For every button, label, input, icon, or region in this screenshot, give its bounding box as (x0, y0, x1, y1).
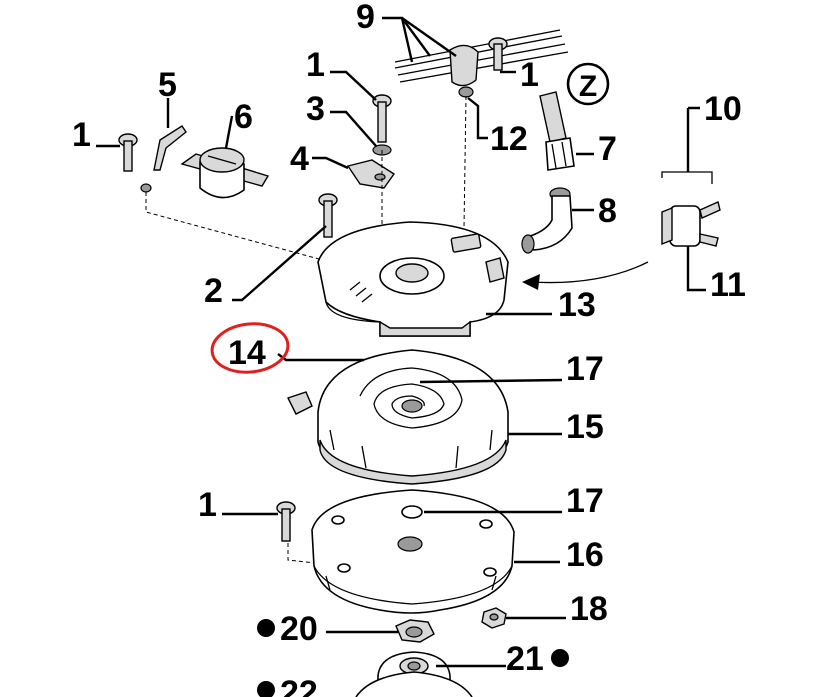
callout-2: 2 (204, 272, 223, 310)
callout-6: 6 (234, 98, 253, 136)
leader-lines (96, 16, 706, 668)
elbow-connector (521, 187, 573, 254)
bullet-21 (551, 649, 569, 667)
pin (153, 125, 187, 171)
screw-2 (318, 193, 338, 238)
nut-20 (395, 619, 435, 643)
bullet-22 (257, 681, 275, 697)
callout-8: 8 (598, 192, 617, 230)
callout-20: 20 (280, 610, 318, 648)
base-plate (311, 489, 515, 614)
part-22-edge (355, 671, 473, 697)
callout-4: 4 (290, 140, 309, 178)
callout-17-upper: 17 (566, 350, 604, 388)
callout-15: 15 (566, 408, 604, 446)
assembly-line-3 (463, 95, 467, 229)
callout-13: 13 (558, 286, 596, 324)
callout-3: 3 (306, 90, 325, 128)
detail-marker-circle (566, 62, 610, 106)
callout-1-left: 1 (72, 116, 91, 154)
detail-marker-label: Z (579, 70, 597, 103)
screw-top-right (488, 37, 508, 71)
detail-arrow-head (522, 274, 540, 290)
callout-21: 21 (506, 640, 544, 678)
callout-14: 14 (228, 334, 266, 372)
hose-fitting (539, 91, 575, 171)
callout-7: 7 (598, 130, 617, 168)
screw-lower (276, 501, 296, 542)
callout-5: 5 (158, 66, 177, 104)
callout-18: 18 (570, 590, 608, 628)
spring-housing (287, 349, 509, 485)
callout-16: 16 (566, 536, 604, 574)
thermal-switch (180, 147, 270, 199)
callout-9: 9 (356, 0, 375, 36)
top-cover (317, 221, 509, 337)
callout-1-lower: 1 (198, 486, 217, 524)
assembly-line-1 (145, 192, 331, 263)
nut-18 (481, 607, 507, 629)
screw-upper-center (372, 94, 392, 156)
detail-arrow (529, 261, 649, 284)
callout-17-lower: 17 (566, 482, 604, 520)
callout-1-upper-center: 1 (306, 46, 325, 84)
callout-10: 10 (704, 90, 742, 128)
cable-bundle (394, 29, 569, 98)
relay-module (661, 171, 721, 247)
highlight-circle (210, 322, 290, 374)
callout-12: 12 (490, 120, 528, 158)
assembly-line-4 (287, 536, 343, 567)
bracket (346, 159, 395, 189)
callout-1-top-right: 1 (520, 56, 539, 94)
callout-11: 11 (710, 266, 746, 304)
screw-left (118, 133, 152, 193)
bullet-20 (257, 619, 275, 637)
callout-22: 22 (280, 674, 318, 697)
